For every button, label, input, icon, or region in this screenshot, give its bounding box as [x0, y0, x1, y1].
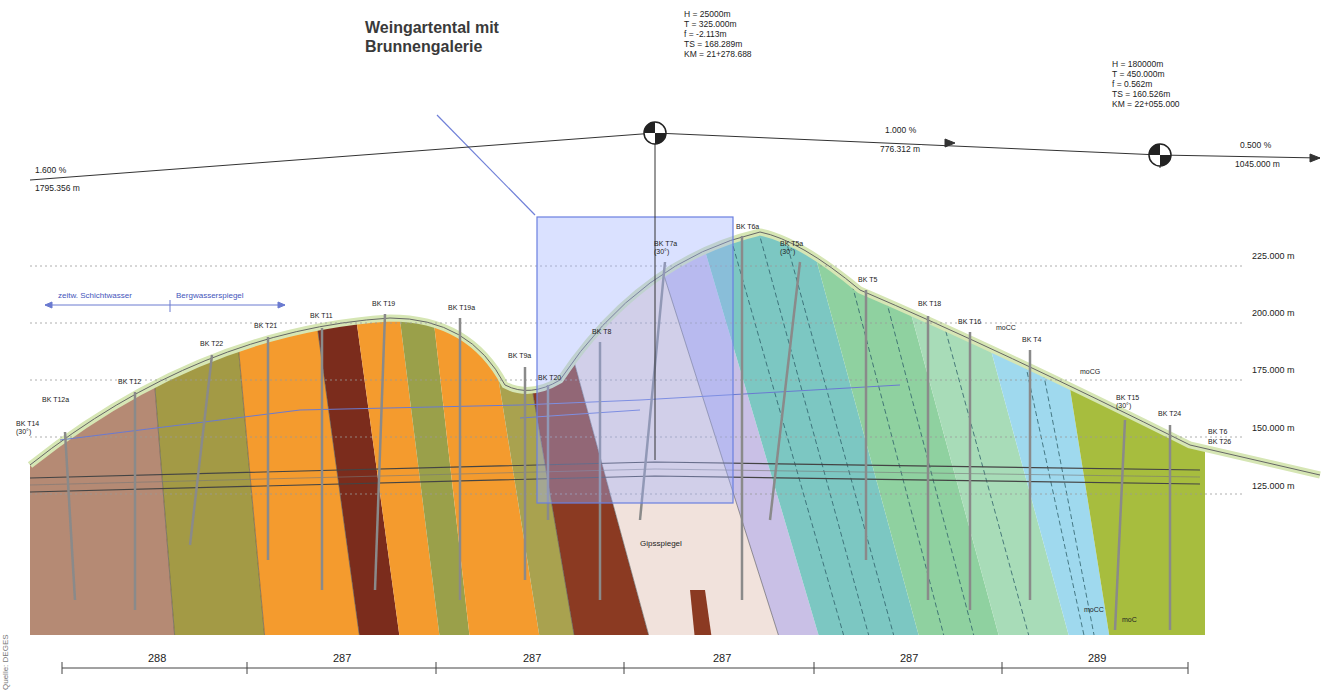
borehole-label: BK T26 — [1208, 438, 1231, 446]
gradient-label: 1795.356 m — [33, 184, 82, 193]
station-symbol — [644, 122, 1171, 166]
elevation-label: 175.000 m — [1252, 366, 1295, 376]
borehole-label: BK T4 — [1022, 336, 1041, 344]
borehole-label: BK T19a — [448, 304, 475, 312]
dimension-number: 288 — [146, 652, 168, 664]
borehole-label: BK T12a — [42, 396, 69, 404]
borehole-label: BK T7a (30°) — [654, 240, 684, 255]
gradient-label: 1045.000 m — [1233, 160, 1282, 169]
station-value: f = -2.113m — [684, 30, 727, 39]
borehole-label: BK T20 — [538, 374, 561, 382]
borehole-label: BK T22 — [200, 340, 223, 348]
borehole-label: BK T8 — [592, 328, 611, 336]
borehole-label: BK T9a — [508, 352, 531, 360]
highlight-box — [537, 217, 733, 503]
borehole-label: BK T24 — [1158, 410, 1181, 418]
dimension-number: 287 — [711, 652, 733, 664]
dimension-number: 287 — [521, 652, 543, 664]
unit-code: moCG — [1080, 368, 1100, 376]
gradient-label: 776.312 m — [878, 145, 922, 154]
water-label: zeitw. Schichtwasser — [58, 292, 132, 301]
station-value: TS = 160.526m — [1112, 90, 1170, 99]
rock-layers — [20, 200, 1300, 640]
station-value: KM = 21+278.688 — [684, 50, 752, 59]
station-value: TS = 168.289m — [684, 40, 742, 49]
borehole-label: BK T14 (30°) — [16, 420, 50, 435]
borehole-label: BK T6 — [1208, 428, 1227, 436]
gradient-label: 0.500 % — [1238, 141, 1273, 150]
dimension-number: 287 — [898, 652, 920, 664]
gradient-label: 1.000 % — [883, 126, 918, 135]
leader-line — [437, 115, 535, 215]
unit-code: moCC — [996, 324, 1016, 332]
elevation-label: 125.000 m — [1252, 482, 1295, 492]
station-value: KM = 22+055.000 — [1112, 100, 1180, 109]
borehole-label: BK T18 — [918, 300, 941, 308]
dimension-line — [62, 662, 1188, 674]
dimension-number: 289 — [1086, 652, 1108, 664]
unit-code: moC — [1122, 616, 1137, 624]
elevation-label: 200.000 m — [1252, 309, 1295, 319]
station-value: H = 25000m — [684, 10, 731, 19]
borehole-label: BK T12 — [118, 378, 141, 386]
borehole-label: BK T11 — [310, 312, 333, 320]
elevation-label: 225.000 m — [1252, 252, 1295, 262]
source-note: Quelle: DEGES — [2, 634, 11, 690]
borehole-label: BK T15 (30°) — [1116, 394, 1150, 409]
water-label: Bergwasserspiegel — [176, 292, 244, 301]
callout-label: Weingartental mit Brunnengalerie — [365, 18, 595, 56]
dimension-number: 287 — [331, 652, 353, 664]
station-value: H = 180000m — [1112, 60, 1163, 69]
borehole-label: BK T5a (30°) — [780, 240, 810, 255]
borehole-label: BK T16 — [958, 318, 981, 326]
unit-code: moCC — [1084, 606, 1104, 614]
elevation-label: 150.000 m — [1252, 424, 1295, 434]
borehole-label: BK T6a — [736, 223, 759, 231]
gradient-label: 1.600 % — [33, 166, 68, 175]
station-value: T = 325.000m — [684, 20, 737, 29]
borehole-label: BK T5 — [858, 276, 877, 284]
station-value: f = 0.562m — [1112, 80, 1152, 89]
unit-code: Gipsspiegel — [640, 540, 682, 549]
borehole-label: BK T21 — [254, 322, 277, 330]
borehole-label: BK T19 — [372, 300, 395, 308]
station-value: T = 450.000m — [1112, 70, 1165, 79]
